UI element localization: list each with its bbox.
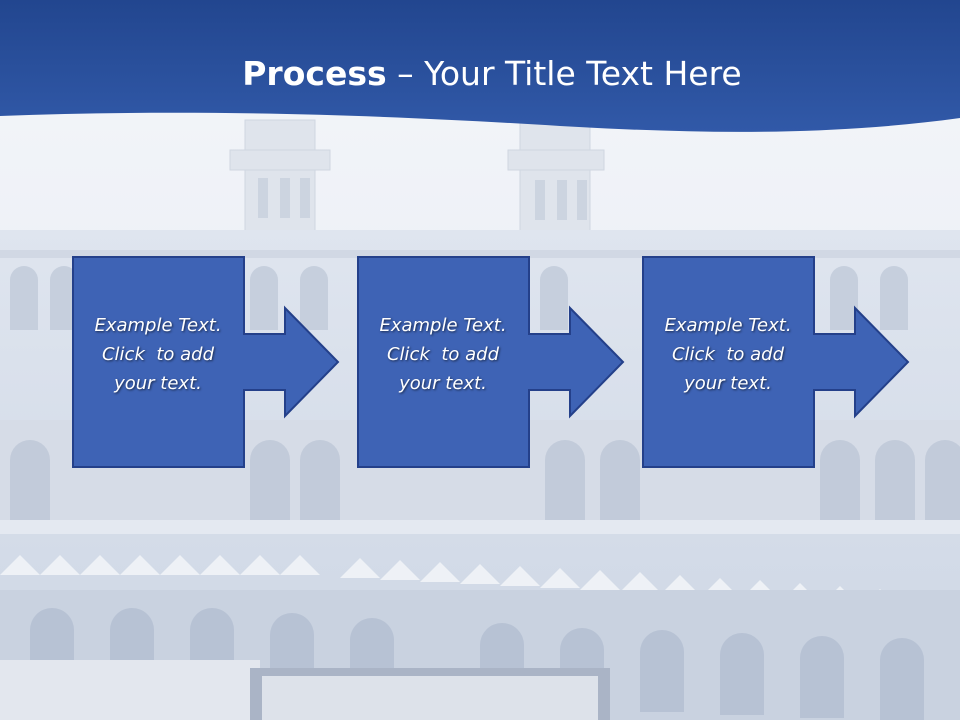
title-rest: – Your Title Text Here	[386, 54, 742, 93]
process-step-1[interactable]: Example Text. Click to add your text.	[72, 256, 344, 468]
step-text-line-3: your text.	[399, 373, 487, 394]
process-step-3[interactable]: Example Text. Click to add your text.	[642, 256, 914, 468]
process-step-2[interactable]: Example Text. Click to add your text.	[357, 256, 629, 468]
step-text-line-2: Click to add	[386, 344, 499, 365]
title-bold: Process	[242, 54, 387, 93]
step-text[interactable]: Example Text. Click to add your text.	[72, 311, 244, 398]
step-arrow-shape	[642, 256, 910, 468]
step-text-line-2: Click to add	[671, 344, 784, 365]
step-text-line-1: Example Text.	[94, 315, 222, 336]
slide-title[interactable]: Process – Your Title Text Here	[0, 52, 960, 96]
step-text-line-1: Example Text.	[664, 315, 792, 336]
step-text[interactable]: Example Text. Click to add your text.	[642, 311, 814, 398]
step-arrow-shape	[72, 256, 340, 468]
step-text-line-1: Example Text.	[379, 315, 507, 336]
step-text[interactable]: Example Text. Click to add your text.	[357, 311, 529, 398]
step-text-line-3: your text.	[114, 373, 202, 394]
step-arrow-shape	[357, 256, 625, 468]
step-text-line-3: your text.	[684, 373, 772, 394]
step-text-line-2: Click to add	[101, 344, 214, 365]
